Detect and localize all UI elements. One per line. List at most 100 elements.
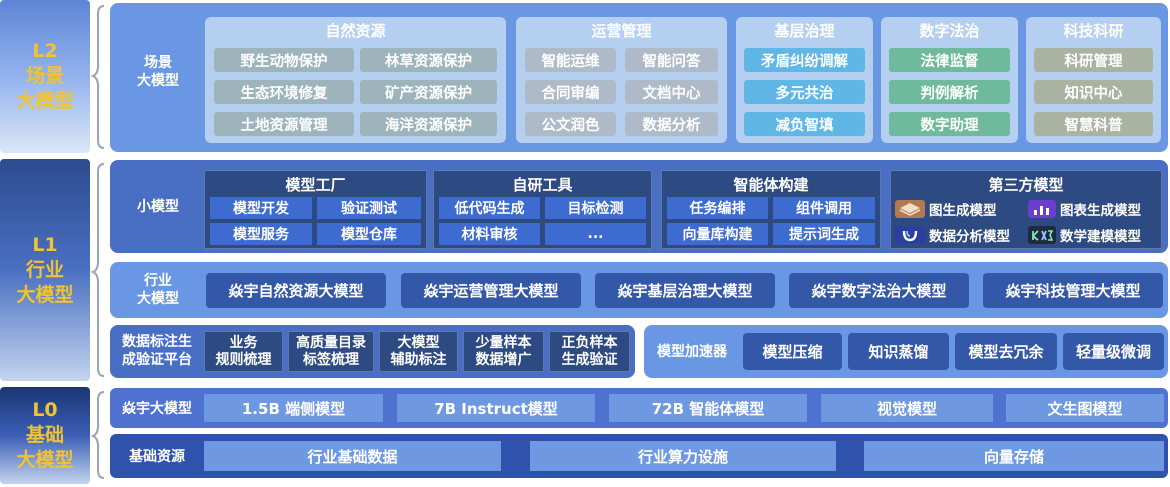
base-model-item[interactable]: 72B 智能体模型 [609,394,807,422]
label-line: 高质量目录 [296,334,366,351]
accelerator-item[interactable]: 模型去冗余 [955,333,1057,370]
scene-group-title: 数字法治 [919,21,980,40]
scene-item[interactable]: 科研管理 [1034,48,1153,72]
accelerator-item[interactable]: 轻量级微调 [1063,333,1164,370]
label-line: 数据标注生 [122,334,192,350]
model-accelerator-label: 模型加速器 [657,344,727,360]
industry-model-item[interactable]: 焱宇数字法治大模型 [789,273,969,308]
label-line: 规则梳理 [215,351,272,368]
accelerator-item[interactable]: 模型压缩 [743,333,842,370]
level-name: 大模型 [16,449,74,471]
brace-divider-icon [90,5,105,479]
small-group-title: 第三方模型 [988,175,1064,194]
annotation-item[interactable]: 高质量目录 标签梳理 [288,331,374,372]
third-party-item[interactable]: 图生成模型 [895,198,1027,220]
small-model-label: 小模型 [137,199,179,215]
small-item[interactable]: 材料审核 [439,223,540,245]
small-item[interactable]: 向量库构建 [667,223,768,245]
scene-item[interactable]: 矿产资源保护 [360,80,497,104]
base-model-item[interactable]: 7B Instruct模型 [397,394,595,422]
third-party-item[interactable]: 数学建模模型 [1028,224,1160,246]
base-models-label: 焱宇大模型 [122,401,192,417]
scene-item[interactable]: 土地资源管理 [214,112,354,136]
label-line: 大模型 [137,291,179,307]
scene-group-title: 科技科研 [1063,21,1124,40]
industry-model-label: 行业 大模型 [118,269,198,311]
small-item[interactable]: 模型仓库 [317,223,421,245]
industry-model-item[interactable]: 焱宇基层治理大模型 [595,273,775,308]
annotation-item[interactable]: 正负样本 生成验证 [549,331,630,372]
image-generation-icon [895,200,925,218]
small-group-title: 自研工具 [512,175,573,194]
small-item[interactable]: 模型服务 [210,223,312,245]
small-item[interactable]: 目标检测 [545,197,646,219]
level-code: L2 [32,40,58,62]
small-item[interactable]: 验证测试 [317,197,421,219]
annotation-item[interactable]: 业务 规则梳理 [204,331,283,372]
third-party-label: 数据分析模型 [929,229,1010,245]
scene-item[interactable]: 林草资源保护 [360,48,497,72]
scene-item[interactable]: 公文润色 [525,112,616,136]
small-group-title: 智能体构建 [733,175,809,194]
scene-item[interactable]: 知识中心 [1034,80,1153,104]
scene-item[interactable]: 智能问答 [625,48,718,72]
scene-group-title: 运营管理 [591,21,652,40]
industry-model-item[interactable]: 焱宇运营管理大模型 [401,273,581,308]
resource-item[interactable]: 行业算力设施 [530,441,836,471]
label-line: 场景 [144,55,172,71]
small-item[interactable]: 低代码生成 [439,197,540,219]
base-model-item[interactable]: 1.5B 端侧模型 [204,394,383,422]
scene-panel-label: 场景 大模型 [118,50,198,94]
accelerator-item[interactable]: 知识蒸馏 [848,333,949,370]
math-modeling-icon [1028,226,1056,244]
third-party-label: 图表生成模型 [1060,203,1141,219]
third-party-item[interactable]: 图表生成模型 [1028,198,1160,220]
scene-item[interactable]: 数字助理 [889,112,1010,136]
resource-item[interactable]: 行业基础数据 [204,441,501,471]
annotation-item[interactable]: 大模型 辅助标注 [379,331,458,372]
small-item[interactable]: 提示词生成 [773,223,875,245]
level-l2-label: L2 场景 大模型 [0,0,90,153]
third-party-item[interactable]: 数据分析模型 [895,224,1027,246]
scene-item[interactable]: 多元共治 [744,80,865,104]
scene-item[interactable]: 野生动物保护 [214,48,354,72]
scene-group-title: 自然资源 [325,21,386,40]
level-name: 大模型 [16,283,74,306]
scene-item[interactable]: 判例解析 [889,80,1010,104]
label-line: 大模型 [397,334,440,351]
scene-item[interactable]: 减负智填 [744,112,865,136]
annotation-item[interactable]: 少量样本 数据增广 [463,331,544,372]
level-code: L1 [32,233,58,256]
third-party-label: 数学建模模型 [1060,229,1141,245]
scene-item[interactable]: 文档中心 [625,80,718,104]
industry-model-item[interactable]: 焱宇自然资源大模型 [206,273,386,308]
scene-item[interactable]: 智能运维 [525,48,616,72]
small-group-third-party-models [890,170,1162,249]
level-l0-label: L0 基础 大模型 [0,387,90,484]
industry-model-item[interactable]: 焱宇科技管理大模型 [983,273,1163,308]
level-name: 基础 [25,424,64,446]
data-analysis-icon [895,226,925,244]
scene-item[interactable]: 智慧科普 [1034,112,1153,136]
scene-item[interactable]: 数据分析 [625,112,718,136]
small-item[interactable]: 任务编排 [667,197,768,219]
scene-item[interactable]: 海洋资源保护 [360,112,497,136]
scene-item[interactable]: 生态环境修复 [214,80,354,104]
small-item[interactable]: 模型开发 [210,197,312,219]
scene-item[interactable]: 法律监督 [889,48,1010,72]
base-resources-label: 基础资源 [129,449,185,465]
label-line: 成验证平台 [122,352,192,368]
scene-item[interactable]: 矛盾纠纷调解 [744,48,865,72]
level-name: 大模型 [16,90,74,112]
third-party-label: 图生成模型 [929,203,997,219]
small-item[interactable]: 组件调用 [773,197,875,219]
label-line: 少量样本 [475,334,532,351]
scene-group-title: 基层治理 [774,21,835,40]
base-model-item[interactable]: 视觉模型 [821,394,993,422]
scene-item[interactable]: 合同审编 [525,80,616,104]
resource-item[interactable]: 向量存储 [864,441,1164,471]
small-item[interactable]: ... [545,223,646,245]
annotation-platform-label: 数据标注生 成验证平台 [112,329,202,373]
base-model-item[interactable]: 文生图模型 [1006,394,1164,422]
label-line: 业务 [229,334,258,351]
